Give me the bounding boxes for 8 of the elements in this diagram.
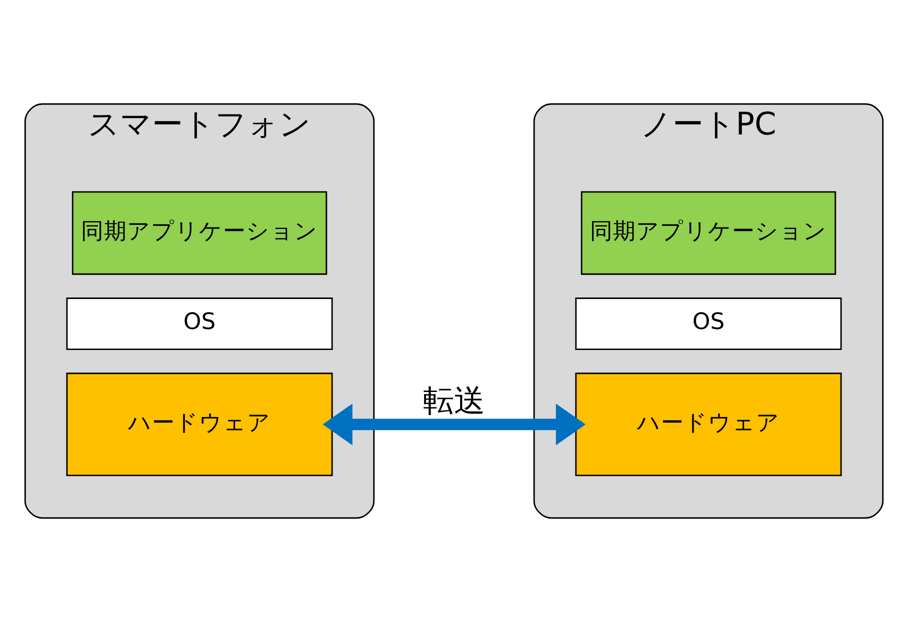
node-box: 同期アプリケーション [580, 190, 836, 274]
node-box: ハードウェア [66, 372, 333, 476]
node-box: OS [66, 297, 333, 350]
node-box: OS [575, 297, 842, 350]
arrow [322, 403, 586, 445]
node-box: ハードウェア [575, 372, 842, 476]
edge-label: 転送 [423, 382, 485, 419]
node-box: 同期アプリケーション [72, 190, 328, 274]
